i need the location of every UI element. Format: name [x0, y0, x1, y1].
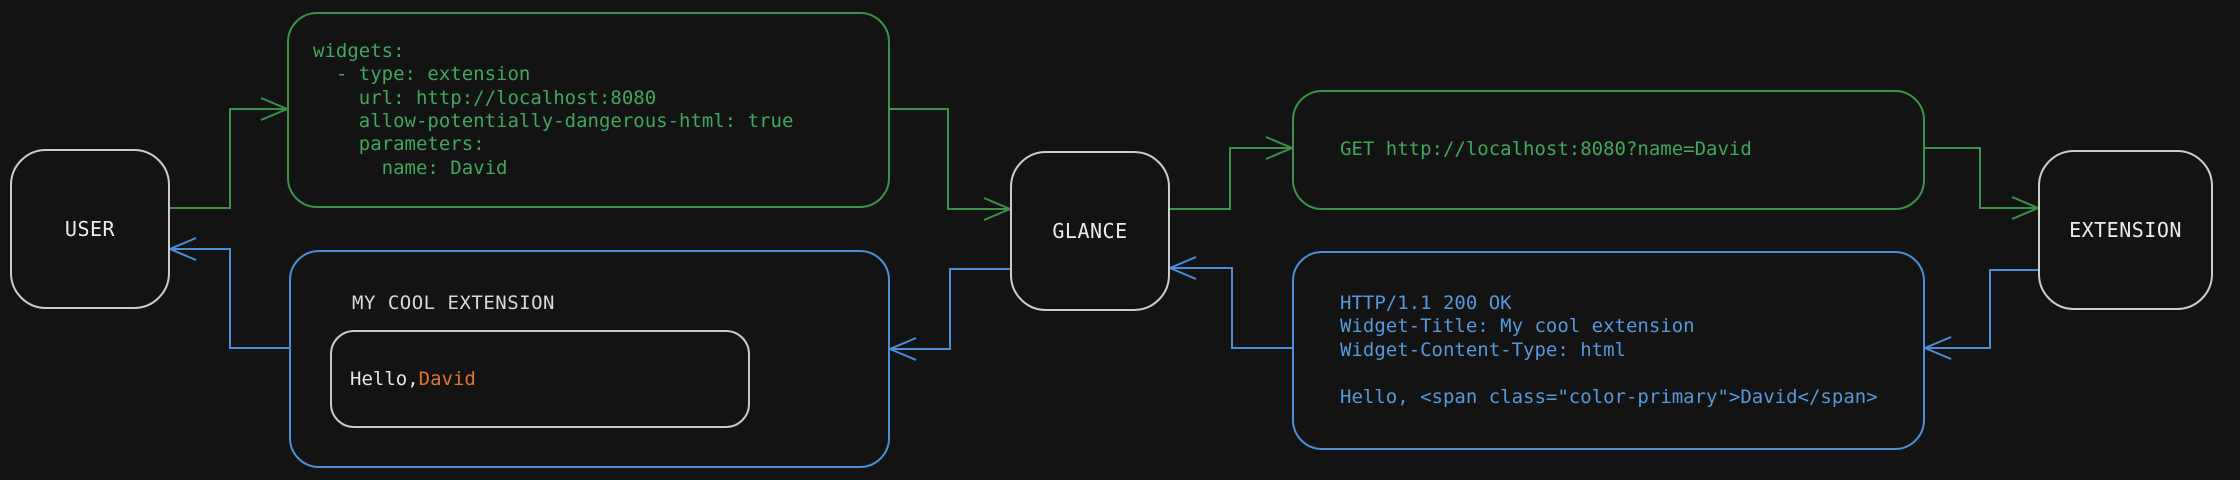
arrow-glance-to-widget [887, 268, 1010, 361]
arrow-user-to-config [170, 97, 290, 209]
widget-title: MY COOL EXTENSION [352, 292, 555, 314]
greeting-prefix: Hello, [350, 368, 419, 390]
widget-preview-box: MY COOL EXTENSION Hello, David [289, 250, 890, 468]
config-yaml-code: widgets: - type: extension url: http://l… [313, 39, 794, 179]
http-request-code: GET http://localhost:8080?name=David [1340, 138, 1752, 161]
widget-greeting-box: Hello, David [330, 330, 750, 428]
arrow-widget-to-user [167, 237, 289, 349]
extension-node: EXTENSION [2038, 150, 2213, 310]
http-request-box: GET http://localhost:8080?name=David [1292, 90, 1925, 210]
greeting-name: David [418, 368, 476, 390]
http-response-code: HTTP/1.1 200 OK Widget-Title: My cool ex… [1340, 291, 1878, 408]
http-response-box: HTTP/1.1 200 OK Widget-Title: My cool ex… [1292, 251, 1925, 450]
arrow-config-to-glance [890, 108, 1013, 221]
extension-node-label: EXTENSION [2069, 218, 2182, 242]
arrow-extension-to-response [1922, 269, 2038, 360]
user-node-label: USER [64, 217, 116, 241]
arrow-response-to-glance [1167, 256, 1292, 349]
glance-node-label: GLANCE [1052, 219, 1128, 243]
config-yaml-box: widgets: - type: extension url: http://l… [287, 12, 890, 208]
user-node: USER [10, 149, 170, 309]
arrow-request-to-extension [1925, 147, 2041, 220]
arrow-glance-to-request [1170, 136, 1295, 210]
glance-node: GLANCE [1010, 151, 1170, 311]
